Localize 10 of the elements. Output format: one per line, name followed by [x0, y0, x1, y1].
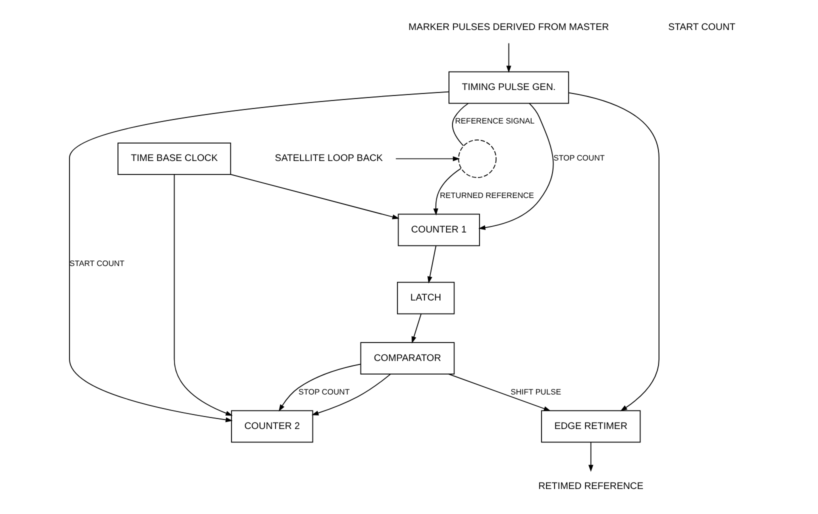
label: START COUNT	[668, 22, 736, 33]
edge-label: RETURNED REFERENCE	[440, 190, 534, 200]
edge-label: STOP COUNT	[298, 387, 350, 396]
node-text: SATELLITE LOOP BACK	[274, 153, 383, 164]
node-text: RETIMED REFERENCE	[538, 481, 644, 492]
node-text: MARKER PULSES DERIVED FROM MASTER	[408, 22, 609, 33]
edge-label: START COUNT	[70, 258, 124, 268]
edge-label: STOP COUNT	[554, 154, 605, 163]
edge-label: REFERENCE SIGNAL	[455, 116, 534, 126]
edge-label: SHIFT PULSE	[510, 387, 562, 396]
